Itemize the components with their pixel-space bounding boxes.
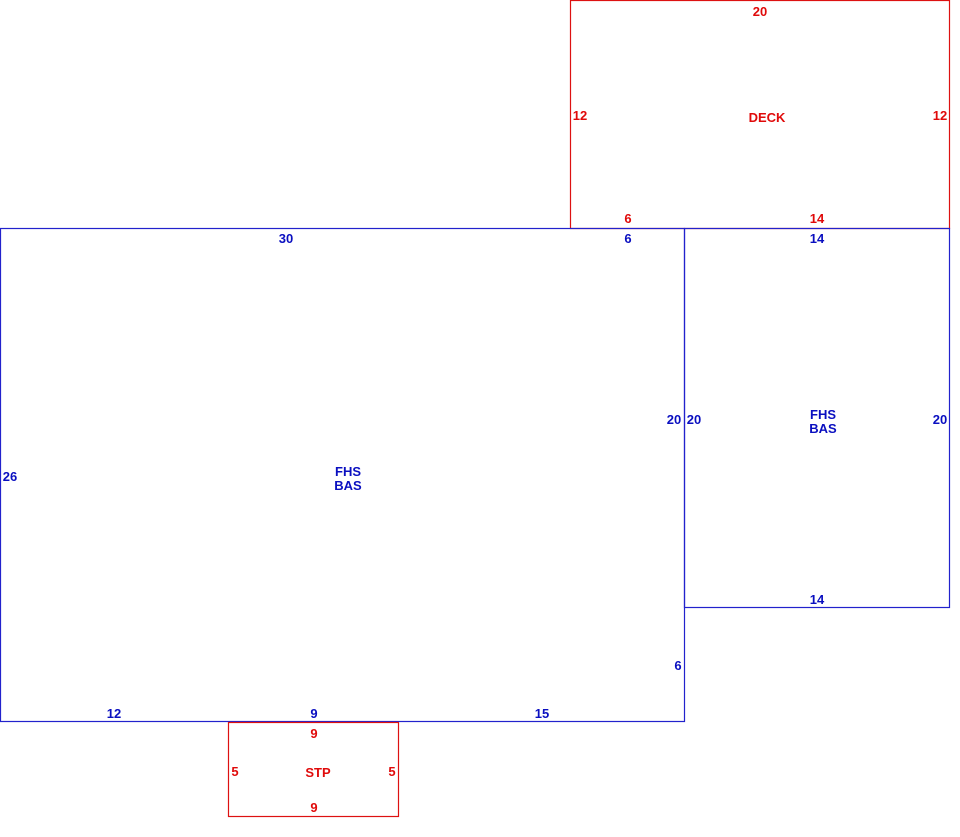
deck-top-dimension: 20: [753, 4, 767, 19]
deck-bottom-left-dimension: 6: [624, 211, 631, 226]
main-room-label-line1: FHS: [335, 464, 361, 479]
deck-left-dimension: 12: [573, 108, 587, 123]
side-room-top-dimension: 14: [810, 231, 825, 246]
main-room-top-dimension: 30: [279, 231, 293, 246]
deck-bottom-right-dimension: 14: [810, 211, 825, 226]
stoop-bottom-dimension: 9: [310, 800, 317, 815]
side-room-label-line1: FHS: [810, 407, 836, 422]
main-room-bottom-right-dimension: 15: [535, 706, 549, 721]
main-room-bottom-mid-dimension: 9: [310, 706, 317, 721]
main-room-top-right-dimension: 6: [624, 231, 631, 246]
side-room-left-dimension: 20: [687, 412, 701, 427]
side-room-outline: [683, 227, 951, 609]
main-room-label-line2: BAS: [334, 478, 362, 493]
stoop-right-dimension: 5: [388, 764, 395, 779]
deck-label: DECK: [749, 110, 786, 125]
main-room-bottom-left-dimension: 12: [107, 706, 121, 721]
main-room-right-lower-dimension: 6: [674, 658, 681, 673]
stoop-left-dimension: 5: [231, 764, 238, 779]
stoop-area: 9 5 5 9 STP: [227, 721, 400, 818]
main-room-left-dimension: 26: [3, 469, 17, 484]
side-room-bottom-dimension: 14: [810, 592, 825, 607]
side-room-right-dimension: 20: [933, 412, 947, 427]
side-room-area: 14 20 20 14 FHS BAS: [683, 227, 951, 609]
stoop-label: STP: [305, 765, 331, 780]
main-room-right-upper-dimension: 20: [667, 412, 681, 427]
main-room-area: 30 6 26 20 6 12 9 15 FHS BAS: [0, 227, 686, 723]
stoop-top-dimension: 9: [310, 726, 317, 741]
stoop-outline: [227, 721, 400, 818]
side-room-label-line2: BAS: [809, 421, 837, 436]
deck-area: 20 12 12 6 14 DECK: [569, 0, 951, 230]
deck-right-dimension: 12: [933, 108, 947, 123]
